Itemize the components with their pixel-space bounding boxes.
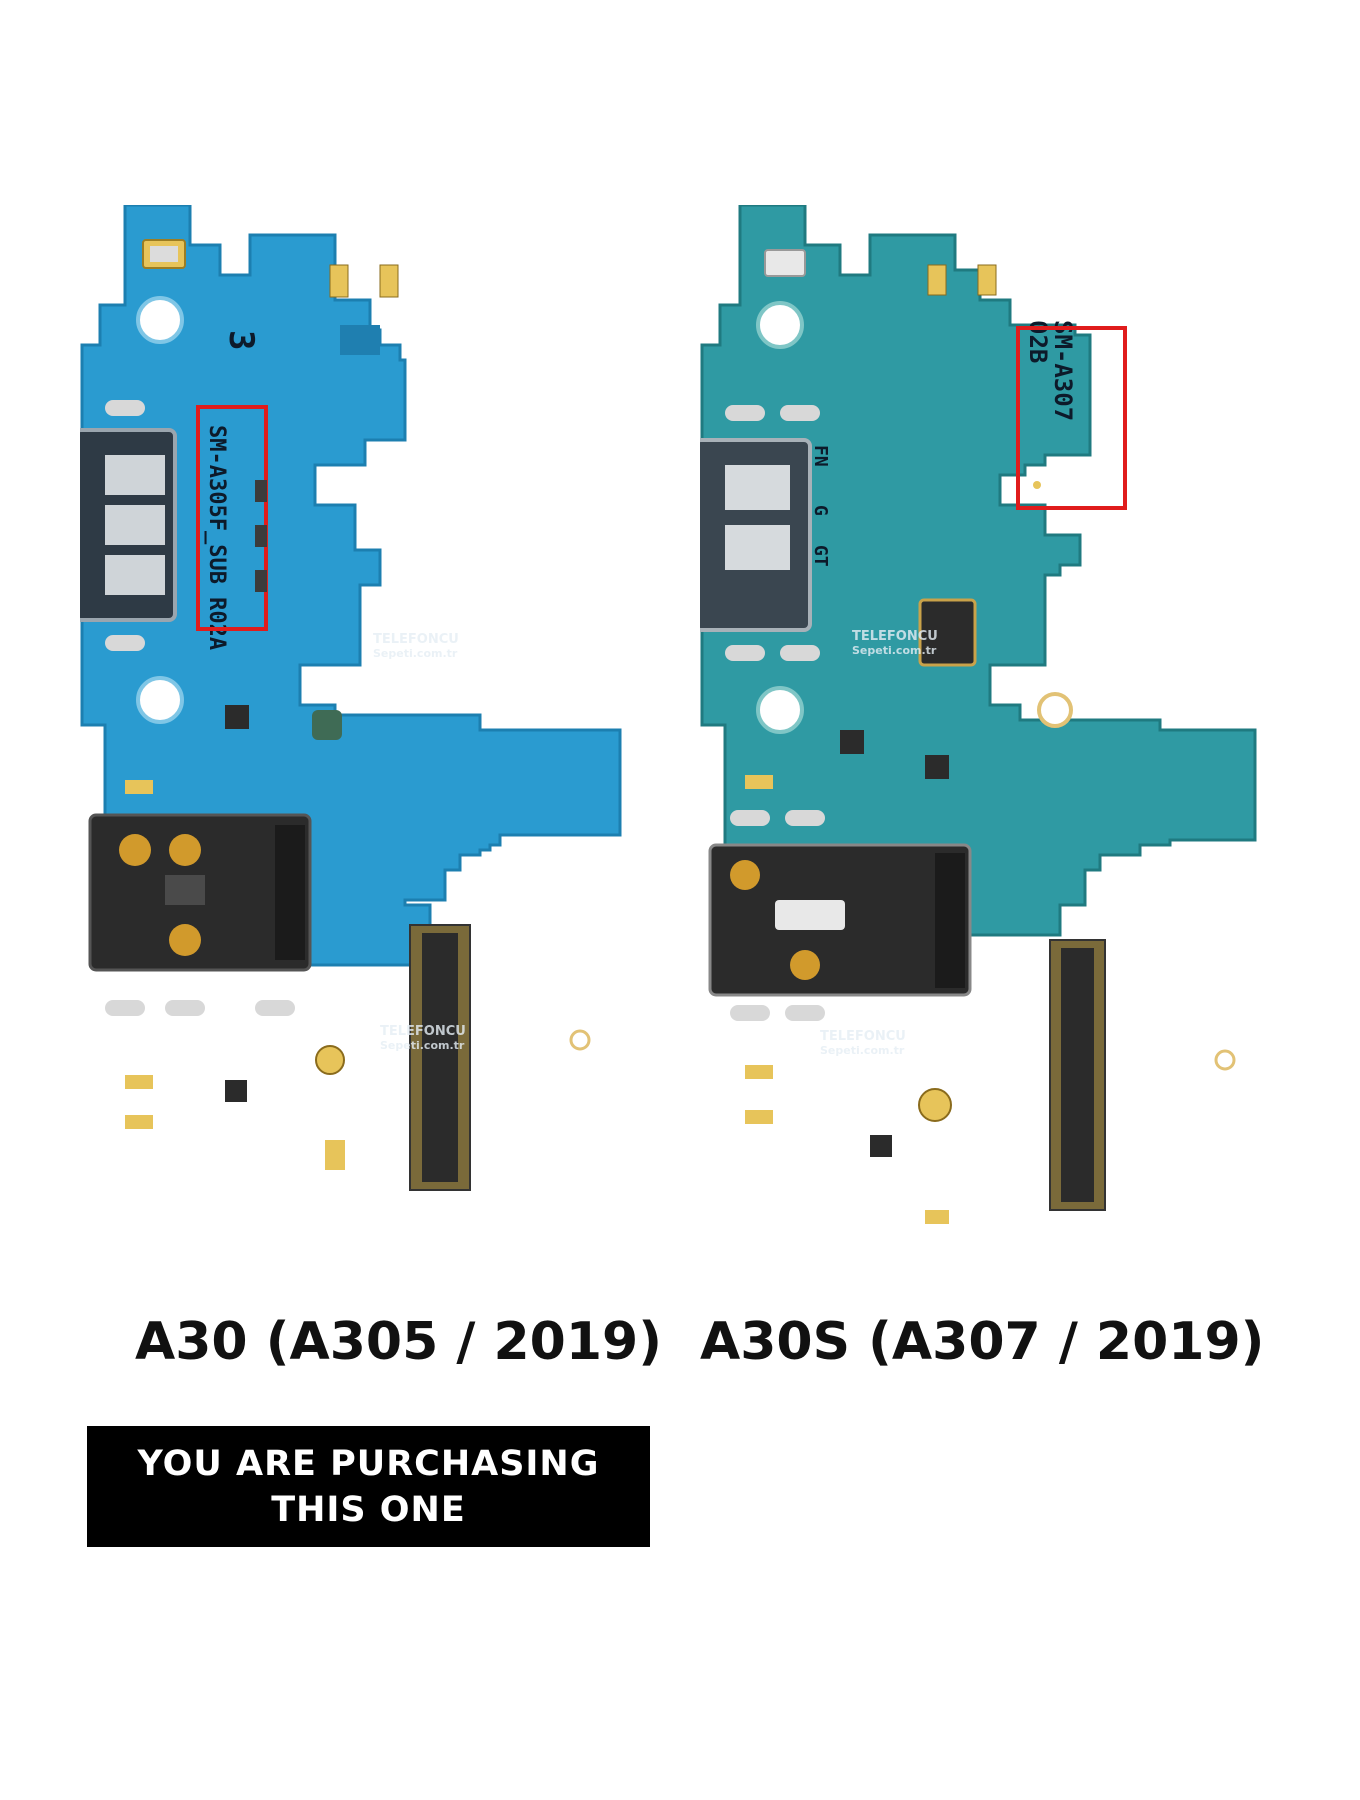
watermark-site: Sepeti.com.tr bbox=[852, 644, 937, 657]
mount-hole bbox=[1214, 1049, 1236, 1071]
silkscreen-highlight-box bbox=[1016, 326, 1127, 510]
watermark-site: Sepeti.com.tr bbox=[820, 1044, 905, 1057]
mount-hole bbox=[1037, 692, 1073, 728]
mount-hole bbox=[136, 296, 184, 344]
silkscreen-model: SM-A305F_SUB R02A bbox=[204, 425, 229, 650]
purchase-banner: YOU ARE PURCHASING THIS ONE bbox=[87, 1426, 650, 1547]
silkscreen-model: SM-A307 bbox=[1049, 320, 1077, 421]
a30s-charging-board-image: FN G GT SM-A307 02B TELEFONCU Sepeti bbox=[700, 205, 1280, 1275]
silkscreen-gt: GT bbox=[810, 545, 831, 567]
mount-hole bbox=[136, 676, 184, 724]
purchase-banner-text: YOU ARE PURCHASING THIS ONE bbox=[137, 1443, 600, 1530]
silkscreen-g: G bbox=[810, 505, 831, 516]
watermark-brand: TELEFONCU bbox=[852, 629, 938, 644]
mount-hole bbox=[756, 301, 804, 349]
pcb-outline bbox=[80, 205, 622, 967]
silkscreen-marker: 3 bbox=[221, 330, 261, 350]
mount-hole bbox=[569, 1029, 591, 1051]
caption-a30s: A30S (A307 / 2019) bbox=[700, 1312, 1265, 1372]
watermark-brand: TELEFONCU bbox=[380, 1024, 466, 1039]
watermark-brand: TELEFONCU bbox=[820, 1029, 906, 1044]
mount-hole bbox=[756, 686, 804, 734]
a30-charging-board-image: 3 SM-A305F_SUB R02A bbox=[80, 205, 640, 1275]
silkscreen-fn: FN bbox=[810, 445, 831, 467]
watermark-site: Sepeti.com.tr bbox=[373, 647, 458, 660]
caption-a30: A30 (A305 / 2019) bbox=[135, 1312, 662, 1372]
microphone bbox=[764, 249, 806, 277]
watermark-brand: TELEFONCU bbox=[373, 632, 459, 647]
watermark-site: Sepeti.com.tr bbox=[380, 1039, 465, 1052]
silkscreen-highlight-box bbox=[196, 405, 268, 631]
